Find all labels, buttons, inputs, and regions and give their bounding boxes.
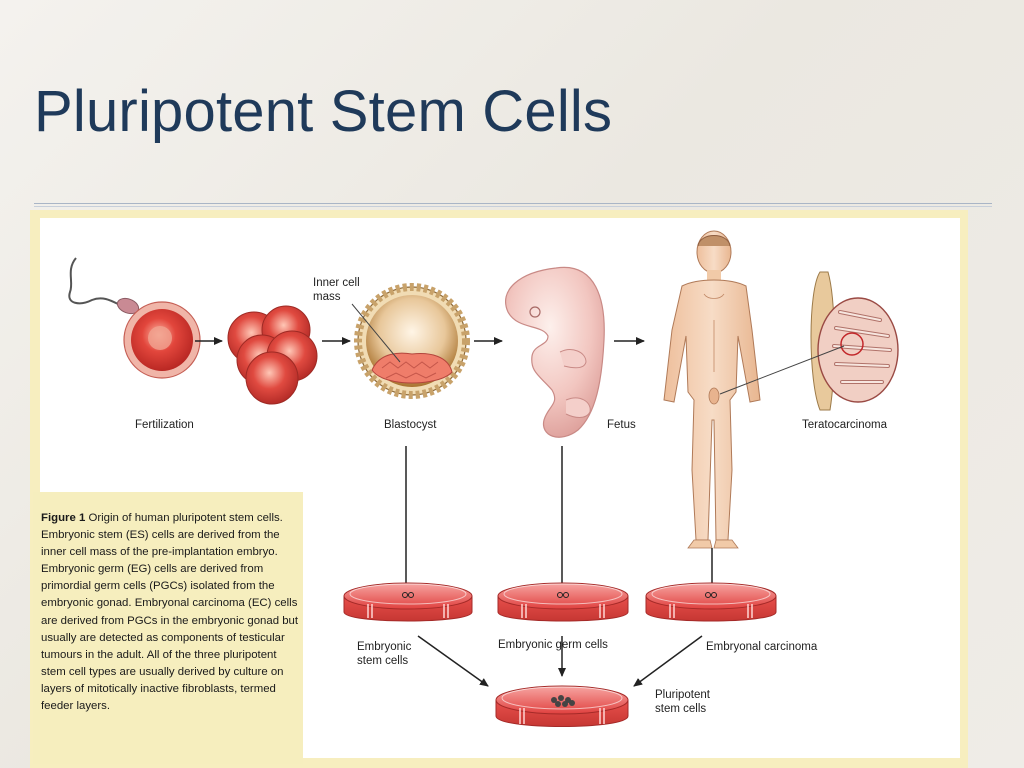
title-divider bbox=[34, 203, 992, 207]
label-embryonic-stem-cells: Embryonic stem cells bbox=[357, 641, 412, 667]
morula-icon bbox=[227, 305, 318, 405]
label-teratocarcinoma: Teratocarcinoma bbox=[802, 419, 888, 431]
blastocyst-icon bbox=[354, 283, 470, 399]
teratocarcinoma-icon bbox=[810, 271, 899, 411]
arrow-ec-to-pluripotent bbox=[633, 635, 703, 687]
pluripotent-dish-icon bbox=[495, 685, 629, 727]
fertilized-egg-icon bbox=[123, 301, 201, 379]
arrow-es-to-pluripotent bbox=[417, 635, 489, 687]
label-inner-cell-mass: Inner cell mass bbox=[313, 277, 360, 303]
ec-dish-icon bbox=[645, 582, 777, 622]
sperm-icon bbox=[68, 257, 140, 315]
caption-text: Origin of human pluripotent stem cells. … bbox=[41, 512, 299, 713]
slide-title: Pluripotent Stem Cells bbox=[34, 79, 613, 144]
fetus-icon bbox=[505, 266, 605, 438]
eg-dish-icon bbox=[497, 582, 629, 622]
label-blastocyst: Blastocyst bbox=[384, 419, 437, 431]
inner-cell-mass-pointer bbox=[351, 303, 401, 363]
figure-caption: Figure 1 Origin of human pluripotent ste… bbox=[33, 492, 303, 764]
caption-figure-number: Figure 1 bbox=[41, 512, 86, 524]
teratocarcinoma-pointer bbox=[719, 345, 845, 395]
label-embryonic-germ-cells: Embryonic germ cells bbox=[498, 639, 608, 651]
label-fertilization: Fertilization bbox=[135, 419, 194, 431]
label-embryonal-carcinoma: Embryonal carcinoma bbox=[706, 641, 818, 653]
es-dish-icon bbox=[343, 582, 473, 622]
label-fetus: Fetus bbox=[607, 419, 636, 431]
label-pluripotent-stem-cells: Pluripotent stem cells bbox=[655, 689, 710, 715]
adult-human-icon bbox=[663, 230, 761, 549]
